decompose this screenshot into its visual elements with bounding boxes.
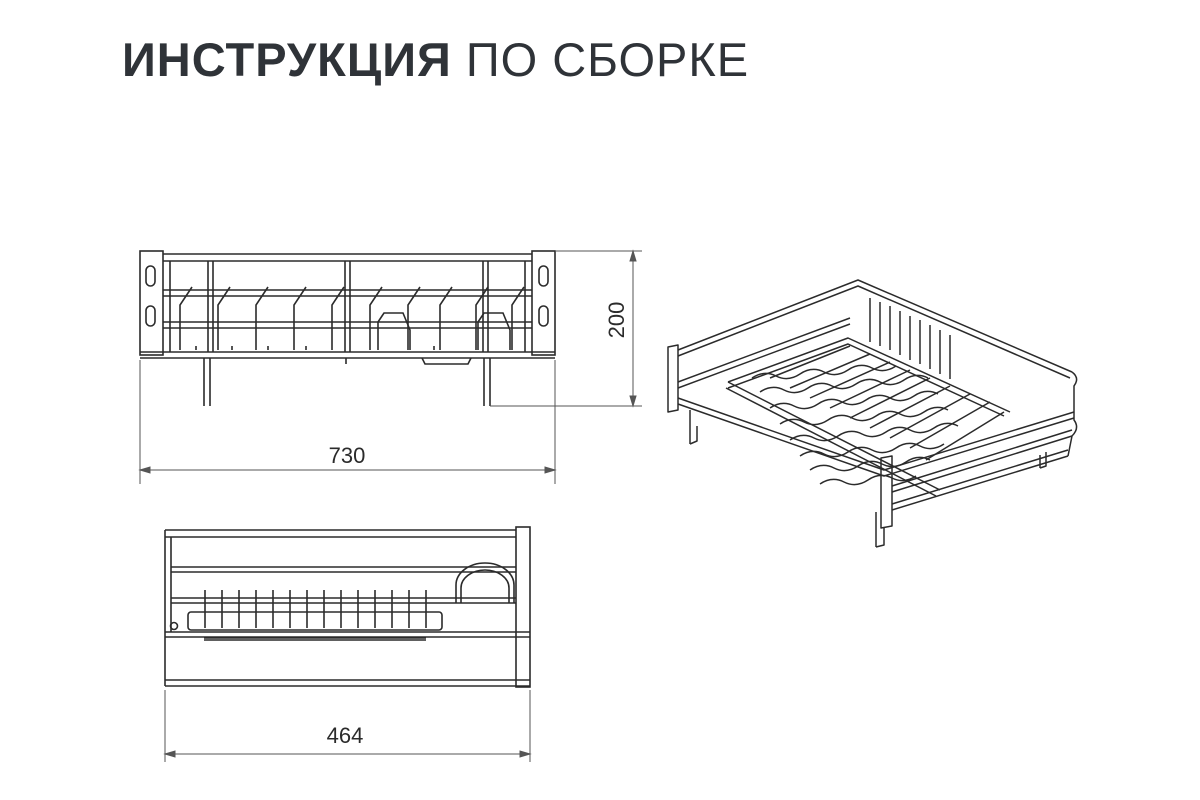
left-side-panel <box>139 250 164 356</box>
top-right-panel <box>515 526 531 688</box>
isometric-straight-rods <box>769 345 1005 461</box>
isometric-wavy-rods <box>751 364 959 486</box>
top-dimensions <box>163 690 532 762</box>
top-drip-tray <box>187 611 443 631</box>
front-view <box>139 250 556 406</box>
isometric-view <box>667 279 1078 548</box>
page-title-light: ПО СБОРКЕ <box>465 33 750 86</box>
right-slot-top <box>538 265 549 287</box>
page-title: ИНСТРУКЦИЯ ПО СБОРКЕ <box>122 30 749 90</box>
right-side-panel <box>531 250 556 356</box>
left-slot-top <box>145 265 156 287</box>
top-width-label: 464 <box>327 723 364 748</box>
page-title-bold: ИНСТРУКЦИЯ <box>122 33 452 86</box>
top-view <box>164 526 531 688</box>
front-dimensions <box>138 249 642 484</box>
left-slot-bottom <box>145 305 156 327</box>
top-view-rods <box>204 590 427 628</box>
front-height-label: 200 <box>604 302 629 339</box>
right-slot-bottom <box>538 305 549 327</box>
front-width-label: 730 <box>329 443 366 468</box>
